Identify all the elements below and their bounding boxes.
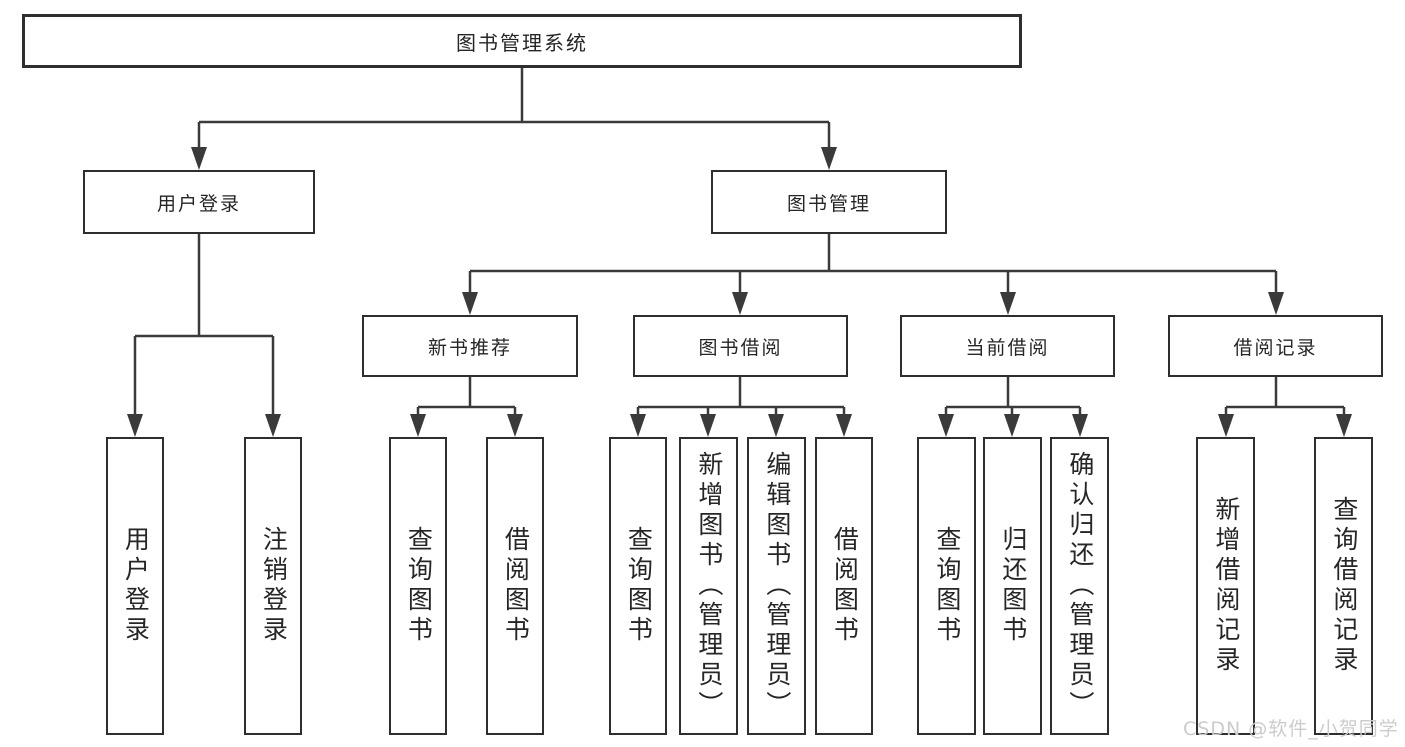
node-book-management-label: 图书管理 (786, 192, 871, 215)
node-root: 图书管理系统 (22, 14, 1022, 68)
leaf-user-login-label: 用户登录 (121, 526, 151, 646)
leaf-query-borrow-record: 查询借阅记录 (1314, 437, 1373, 735)
connector-user-login (127, 234, 281, 437)
watermark: CSDN @软件_小贺同学 (1183, 718, 1399, 740)
leaf-confirm-return-admin: 确认归还（管理员） (1050, 437, 1109, 735)
connector-current-borrow (938, 377, 1088, 437)
leaf-query-books-3: 查询图书 (917, 437, 976, 735)
leaf-borrow-books-2-label: 借阅图书 (830, 526, 860, 646)
node-borrow-records-label: 借阅记录 (1233, 336, 1318, 359)
leaf-add-book-admin-label: 新增图书（管理员） (694, 451, 724, 721)
leaf-edit-book-admin: 编辑图书（管理员） (747, 437, 806, 735)
connector-root (191, 68, 837, 170)
leaf-confirm-return-admin-label: 确认归还（管理员） (1065, 451, 1095, 721)
leaf-user-login: 用户登录 (106, 437, 164, 735)
node-book-borrow-label: 图书借阅 (698, 336, 783, 359)
node-new-book-recommend-label: 新书推荐 (427, 336, 512, 359)
connector-book-borrow (630, 377, 852, 437)
node-user-login-label: 用户登录 (156, 192, 241, 215)
leaf-logout: 注销登录 (244, 437, 302, 735)
leaf-query-books-2: 查询图书 (609, 437, 667, 735)
leaf-borrow-books-2: 借阅图书 (815, 437, 873, 735)
node-borrow-records: 借阅记录 (1168, 315, 1383, 377)
node-book-borrow: 图书借阅 (633, 315, 848, 377)
leaf-borrow-books-1: 借阅图书 (486, 437, 544, 735)
leaf-return-book-label: 归还图书 (998, 526, 1028, 646)
leaf-return-book: 归还图书 (983, 437, 1042, 735)
leaf-logout-label: 注销登录 (259, 526, 289, 646)
leaf-query-books-1: 查询图书 (389, 437, 447, 735)
node-user-login: 用户登录 (83, 170, 315, 234)
node-current-borrow-label: 当前借阅 (965, 336, 1050, 359)
node-new-book-recommend: 新书推荐 (362, 315, 578, 377)
node-root-label: 图书管理系统 (456, 30, 588, 55)
node-book-management: 图书管理 (711, 170, 947, 234)
leaf-edit-book-admin-label: 编辑图书（管理员） (762, 451, 792, 721)
leaf-add-borrow-record-label: 新增借阅记录 (1211, 496, 1241, 676)
leaf-add-borrow-record: 新增借阅记录 (1196, 437, 1255, 735)
leaf-query-books-3-label: 查询图书 (932, 526, 962, 646)
leaf-query-books-2-label: 查询图书 (624, 526, 654, 646)
node-current-borrow: 当前借阅 (900, 315, 1115, 377)
connector-book-management (462, 234, 1284, 315)
leaf-query-books-1-label: 查询图书 (404, 526, 434, 646)
leaf-borrow-books-1-label: 借阅图书 (501, 526, 531, 646)
leaf-query-borrow-record-label: 查询借阅记录 (1329, 496, 1359, 676)
connector-borrow-records (1218, 377, 1352, 437)
connector-new-book (410, 377, 523, 437)
leaf-add-book-admin: 新增图书（管理员） (679, 437, 738, 735)
